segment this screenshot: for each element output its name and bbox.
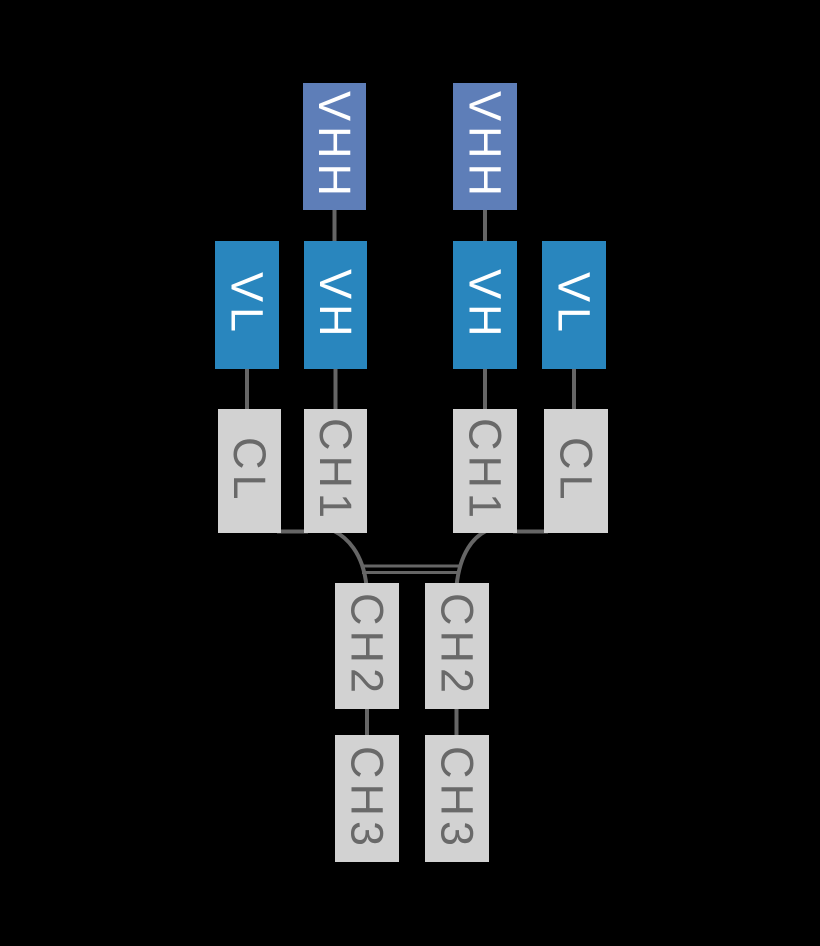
domain-label-ch1-right: CH1: [459, 418, 511, 524]
hinge-curve-left: [333, 529, 369, 587]
domain-box-vh-left: VH: [304, 241, 367, 369]
domain-label-cl-right: CL: [550, 437, 602, 505]
domain-label-cl-left: CL: [224, 437, 275, 505]
domain-box-ch3-left: CH3: [335, 735, 399, 862]
domain-label-ch2-right: CH2: [431, 593, 483, 699]
domain-label-vhh-left: VHH: [309, 91, 360, 202]
domain-label-ch3-right: CH3: [431, 745, 483, 852]
domain-box-vl-left: VL: [215, 241, 279, 369]
domain-box-ch1-right: CH1: [453, 409, 517, 533]
domain-box-ch2-right: CH2: [425, 583, 489, 709]
domain-box-cl-left: CL: [218, 409, 281, 533]
domain-label-vl-right: VL: [548, 272, 600, 338]
domain-label-vh-right: VH: [459, 268, 511, 342]
domain-label-vl-left: VL: [221, 272, 273, 338]
domain-box-vhh-left: VHH: [303, 83, 366, 210]
domain-label-vh-left: VH: [310, 268, 361, 342]
domain-box-vhh-right: VHH: [453, 83, 517, 210]
domain-box-vh-right: VH: [453, 241, 517, 369]
domain-box-vl-right: VL: [542, 241, 606, 369]
domain-box-ch3-right: CH3: [425, 735, 489, 862]
hinge-curve-right: [454, 529, 487, 587]
domain-box-ch1-left: CH1: [304, 409, 367, 533]
domain-label-ch3-left: CH3: [341, 745, 393, 852]
domain-label-ch2-left: CH2: [341, 593, 393, 699]
domain-label-ch1-left: CH1: [310, 418, 361, 524]
domain-box-cl-right: CL: [544, 409, 608, 533]
domain-box-ch2-left: CH2: [335, 583, 399, 709]
domain-label-vhh-right: VHH: [459, 91, 511, 202]
